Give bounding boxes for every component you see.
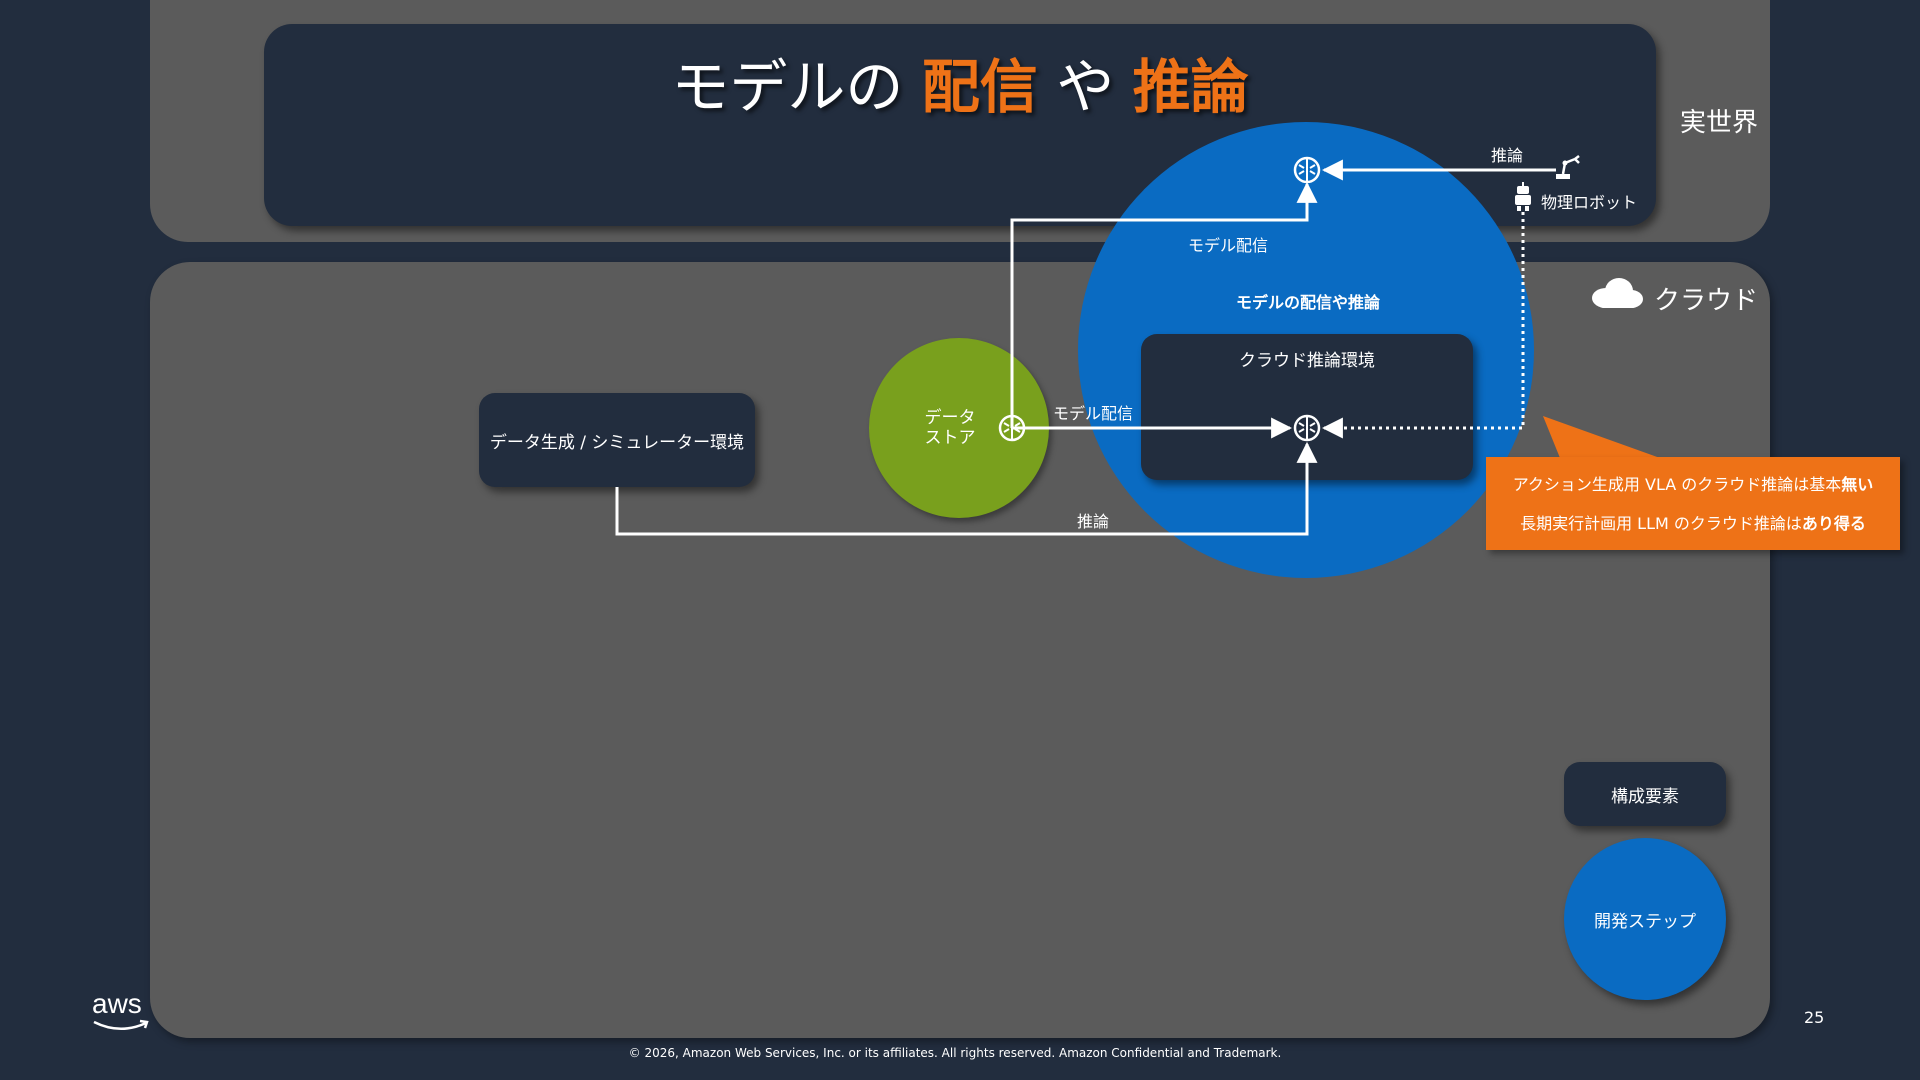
data-generation-label: データ生成 / シミュレーター環境 <box>489 432 745 453</box>
robot-arm-icon <box>1556 155 1580 179</box>
page-title: モデルの 配信 や 推論 <box>264 50 1656 124</box>
serving-circle-label: モデルの配信や推論 <box>1235 293 1380 312</box>
callout-line2-text: 長期実行計画用 LLM のクラウド推論は <box>1520 514 1802 533</box>
real-world-label: 実世界 <box>1680 108 1759 138</box>
title-part1: モデルの <box>671 53 904 121</box>
edge-model-delivery-top <box>1010 181 1318 428</box>
title-part2: や <box>1056 53 1115 121</box>
brain-icon <box>998 414 1026 442</box>
legend-dev-step: 開発ステップ <box>1564 838 1726 1000</box>
brain-icon <box>1293 156 1321 184</box>
legend-component: 構成要素 <box>1564 762 1726 826</box>
legend-dev-step-label: 開発ステップ <box>1594 911 1696 932</box>
title-highlight-delivery: 配信 <box>921 53 1038 121</box>
callout-line2: 長期実行計画用 LLM のクラウド推論はあり得る <box>1486 510 1900 534</box>
cloud-label: クラウド <box>1654 286 1759 316</box>
callout-line1-emphasis: 無い <box>1841 475 1874 494</box>
callout-line1: アクション生成用 VLA のクラウド推論は基本無い <box>1486 471 1900 495</box>
title-highlight-inference: 推論 <box>1132 53 1249 121</box>
legend-component-label: 構成要素 <box>1611 786 1679 807</box>
brain-icon <box>1293 414 1321 442</box>
physical-robot-label: 物理ロボット <box>1541 193 1638 212</box>
robot-icon <box>1515 182 1531 211</box>
data-store-label-line1: データ <box>924 408 976 428</box>
data-store-label: データ ストア <box>900 408 1000 448</box>
edge-label-model-delivery-mid: モデル配信 <box>1053 404 1134 423</box>
aws-logo: aws <box>92 990 150 1037</box>
edge-label-model-delivery-top: モデル配信 <box>1188 236 1269 255</box>
copyright-text: © 2026, Amazon Web Services, Inc. or its… <box>628 1046 1282 1060</box>
edge-robot-cloud-dotted <box>1321 212 1525 439</box>
callout-line2-emphasis: あり得る <box>1801 514 1866 533</box>
aws-logo-text: aws <box>92 988 142 1019</box>
data-generation-box: データ生成 / シミュレーター環境 <box>479 393 755 487</box>
edge-inference-bottom <box>615 441 1318 536</box>
edge-label-inference-top: 推論 <box>1491 146 1524 165</box>
edge-label-inference-bottom: 推論 <box>1077 512 1110 531</box>
callout-line1-text: アクション生成用 VLA のクラウド推論は基本 <box>1512 475 1842 494</box>
callout-box: アクション生成用 VLA のクラウド推論は基本無い 長期実行計画用 LLM のク… <box>1486 457 1900 550</box>
cloud-inference-label: クラウド推論環境 <box>1239 351 1375 371</box>
data-store-label-line2: ストア <box>924 428 976 448</box>
cloud-icon <box>1590 276 1644 310</box>
page-number: 25 <box>1804 1008 1825 1027</box>
